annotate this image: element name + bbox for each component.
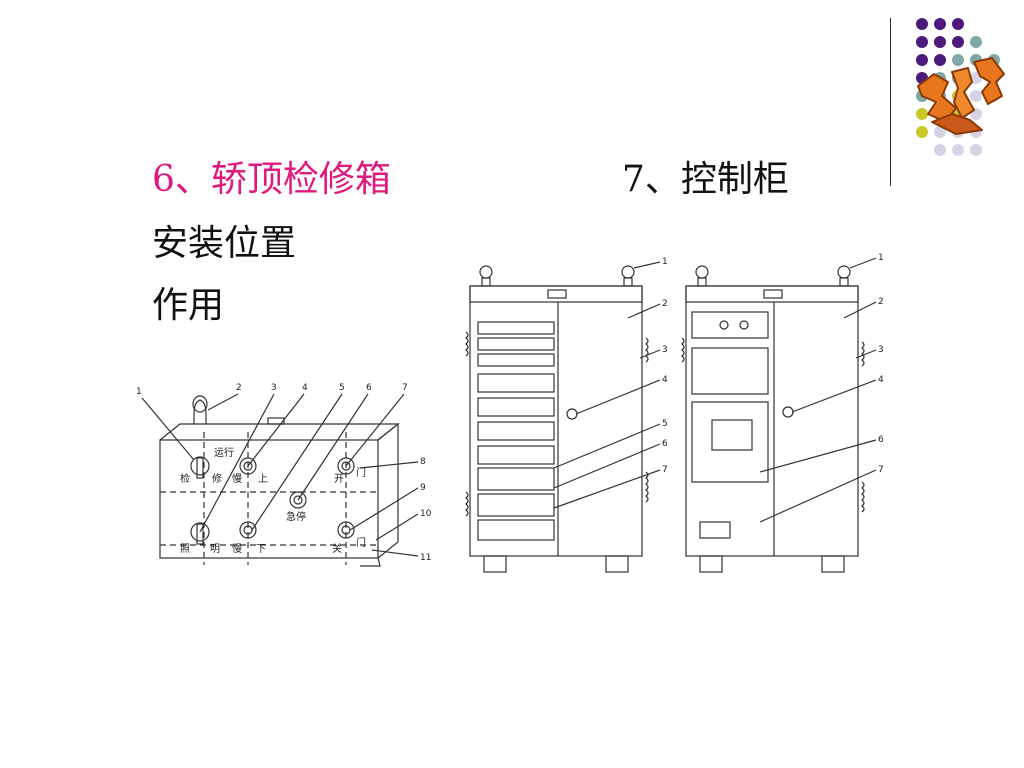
right-callout-7: 7 (878, 465, 884, 475)
bullet-function: 作用 (152, 285, 225, 326)
label-estop: 急停 (286, 510, 306, 523)
right-callout-1: 1 (878, 253, 884, 263)
callout-7: 7 (402, 383, 408, 393)
title-control-cabinet: 7、控制柜 (622, 159, 789, 200)
bullet-install-location: 安装位置 (152, 223, 297, 264)
cabinet-left (465, 261, 661, 573)
label-open: 开 (334, 474, 344, 485)
callout-3: 3 (271, 383, 277, 393)
box-side-face (377, 422, 399, 559)
left-callout-1: 1 (662, 257, 668, 267)
label-down: 下 (256, 544, 266, 555)
title-car-top-inspection-box: 6、轿顶检修箱 (152, 159, 391, 200)
label-repair: 修 (212, 472, 222, 485)
label-run: 运行 (214, 446, 234, 459)
dot-row-2 (916, 36, 982, 48)
label-door-open: 门 (356, 466, 366, 479)
left-callout-5: 5 (662, 419, 668, 429)
callout-9: 9 (420, 483, 426, 493)
left-callout-7: 7 (662, 465, 668, 475)
header-divider-line (890, 18, 891, 186)
right-callout-2: 2 (878, 297, 884, 307)
callout-5: 5 (339, 383, 345, 393)
left-callout-6: 6 (662, 439, 668, 449)
control-cabinet-diagram: 1 2 3 4 5 6 7 1 2 3 4 6 7 (465, 253, 884, 573)
inspection-box-diagram: 1 2 3 4 5 6 7 8 9 10 11 运行 检 修 慢 上 开 门 急… (136, 383, 432, 567)
right-callout-3: 3 (878, 345, 884, 355)
left-callout-4: 4 (662, 375, 668, 385)
callout-2: 2 (236, 383, 242, 393)
label-up: 上 (258, 473, 268, 485)
dot-row-1 (916, 18, 964, 30)
right-callout-4: 4 (878, 375, 884, 385)
left-callout-2: 2 (662, 299, 668, 309)
dot-row-8 (934, 144, 982, 156)
callout-11: 11 (420, 553, 431, 563)
label-door-close: 门 (356, 536, 366, 549)
callout-1: 1 (136, 387, 142, 397)
left-callout-3: 3 (662, 345, 668, 355)
callout-8: 8 (420, 457, 426, 467)
box-front-panel (159, 439, 379, 559)
label-light-2: 明 (210, 543, 220, 555)
label-light-1: 照 (180, 543, 190, 555)
callout-6: 6 (366, 383, 372, 393)
label-slow-down: 慢 (232, 543, 242, 555)
label-inspect: 检 (180, 472, 190, 485)
callout-4: 4 (302, 383, 308, 393)
label-close: 关 (332, 542, 342, 555)
callout-10: 10 (420, 509, 432, 519)
right-callout-6: 6 (878, 435, 884, 445)
label-slow-up: 慢 (232, 473, 242, 485)
cabinet-right (681, 257, 877, 573)
school-logo-icon (917, 57, 1005, 135)
